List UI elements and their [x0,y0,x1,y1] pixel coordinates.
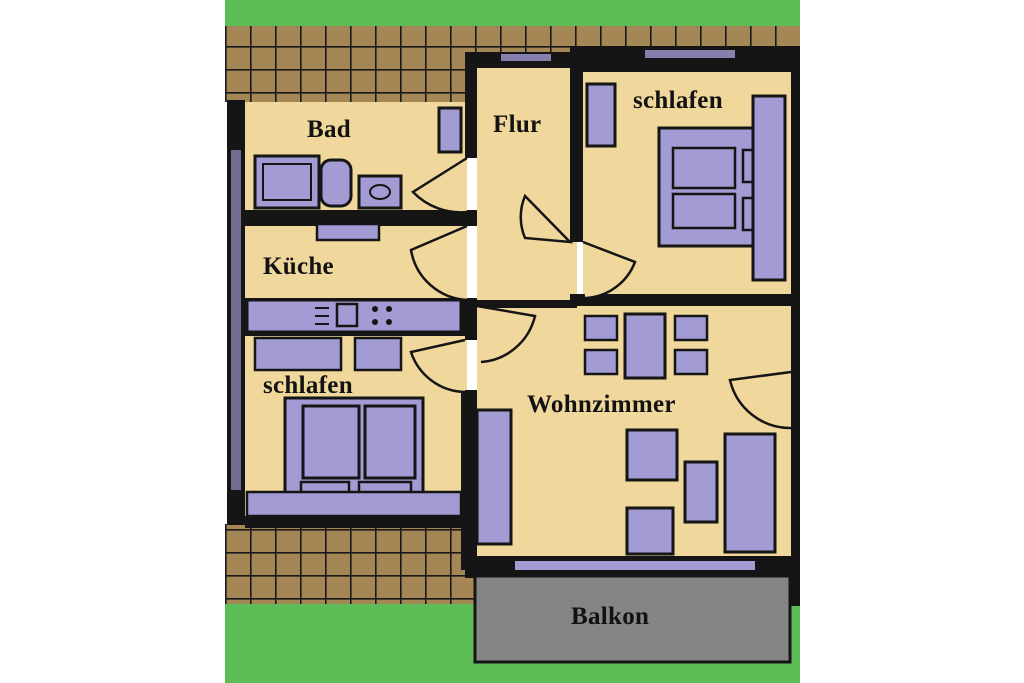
balcony [473,574,792,664]
wall-bedroom-top [570,46,800,72]
wardrobe-long [751,94,787,282]
coffee-table [683,460,719,524]
armchair [625,506,675,556]
door-swing-living [476,304,537,364]
washbasin-bowl [369,184,391,200]
bottom-window [515,561,755,570]
top-window-flur [501,54,551,61]
lawn-bottom-right [790,600,800,683]
door-swing-schlafen-living [582,240,637,300]
lawn-bottom-strip [225,662,800,683]
wall-schlafen-wohn [461,390,477,570]
door-swing-schlafen-1 [519,193,574,244]
washbasin [357,174,403,210]
wall-bad-kueche [245,210,477,226]
kitchen-sink [335,302,359,328]
room-label-schlafen-2: schlafen [263,372,353,399]
stove-burner [386,306,392,312]
side-table [353,336,403,372]
wall-flur-left-upper [465,68,477,158]
room-label-kueche: Küche [263,253,334,280]
top-window-bedroom [645,50,735,58]
heater-bad [315,222,381,242]
stove-burner [386,319,392,325]
shelf-living [475,408,513,546]
wall-flur-bottom [477,300,577,308]
dining-chair [583,314,619,342]
bathtub-inner [262,163,312,201]
dining-chair [583,348,619,376]
floor-plan: Bad Flur schlafen Küche schlafen Wohnzim… [225,0,800,683]
stove-burner [372,319,378,325]
bed-base [245,490,463,518]
dining-table [623,312,667,380]
lawn-top [225,0,800,26]
wall-flur-right [570,68,583,242]
pillow [671,146,737,190]
floor-plan-drawing [225,0,800,683]
floor-flur [477,68,577,312]
stove-burner [372,306,378,312]
wall-living-top [570,294,791,306]
dining-chair [673,314,709,342]
bathroom-cabinet [437,106,463,154]
door-swing-bad [411,156,468,214]
sofa [723,432,777,554]
armchair [625,428,679,482]
door-swing-kueche [409,224,468,302]
blanket [301,404,361,480]
dresser [253,336,343,372]
toilet [319,158,353,208]
door-swing-living-right [728,370,792,430]
room-label-schlafen-1: schlafen [633,87,723,114]
paving-bottom [225,524,475,604]
room-label-wohnzimmer: Wohnzimmer [527,391,676,418]
room-label-flur: Flur [493,111,542,138]
wall-bottom-left [245,516,477,528]
dining-chair [673,348,709,376]
room-label-bad: Bad [307,116,351,143]
wall-flur-left-lower [465,298,477,340]
kitchen-drainer [315,307,329,325]
outer-wall-right [790,46,800,606]
room-label-balkon: Balkon [571,603,650,630]
blanket [363,404,417,480]
left-window [231,150,241,490]
pillow [671,192,737,230]
door-swing-schlafen-2 [409,338,466,394]
wardrobe-schlafen-1 [585,82,617,148]
